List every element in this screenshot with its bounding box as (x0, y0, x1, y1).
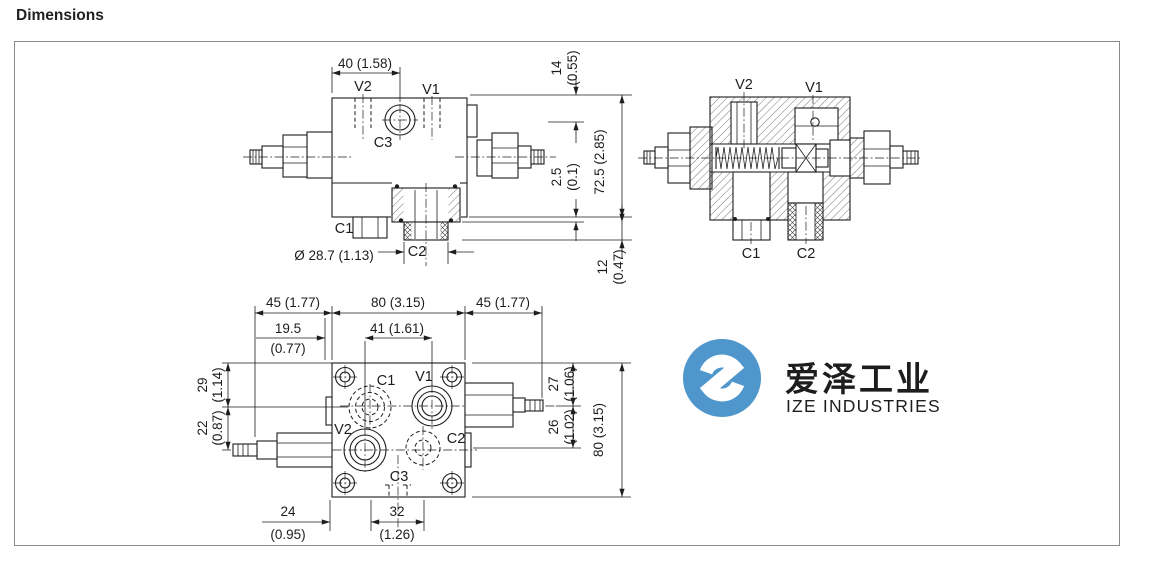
top-dim-29-mm: 29 (195, 377, 210, 392)
top-dim-22-mm: 22 (195, 420, 210, 435)
side-dim-width-label: 40 (1.58) (338, 56, 392, 71)
watermark-brand-cn: 爱泽工业 (785, 361, 933, 399)
top-dim-19-5-in: (0.77) (270, 341, 305, 356)
section-port-label-c2: C2 (797, 246, 816, 262)
top-dim-24-in: (0.95) (270, 527, 305, 542)
top-dim-45-left: 45 (1.77) (266, 295, 320, 310)
top-dim-27-in: (1.06) (562, 366, 577, 401)
side-dim-2-5-in: (0.1) (565, 163, 580, 191)
top-port-label-v1: V1 (415, 369, 433, 385)
top-dim-26-in: (1.02) (562, 409, 577, 444)
side-dim-14-mm: 14 (549, 60, 564, 76)
top-dim-24-mm: 24 (280, 504, 296, 519)
side-dim-14-in: (0.55) (565, 50, 580, 85)
side-dim-2-5-mm: 2.5 (549, 168, 564, 187)
side-view: V2 V1 C3 C1 C2 40 (1.58) Ø 28.7 (1.13) (243, 56, 556, 266)
watermark-logo: 爱泽工业 IZE INDUSTRIES (683, 339, 941, 417)
side-port-label-c1: C1 (335, 221, 354, 237)
top-dim-41-label: 41 (1.61) (370, 321, 424, 336)
top-dim-19-5-mm: 19.5 (275, 321, 301, 336)
top-port-label-v2: V2 (334, 422, 352, 438)
side-port-label-c3: C3 (374, 135, 393, 151)
side-port-label-v1: V1 (422, 82, 440, 98)
ize-logo-n-glyph (699, 354, 745, 402)
side-view-vertical-dims: 14 (0.55) 2.5 (0.1) 72.5 (2.85) 12 (0.47… (462, 50, 632, 285)
section-port-label-v2: V2 (735, 77, 753, 93)
section-port-label-c1: C1 (742, 246, 761, 262)
side-dim-diameter-label: Ø 28.7 (1.13) (294, 248, 374, 263)
bolt-hole-bottom-left (333, 471, 357, 495)
page-title: Dimensions (16, 7, 104, 24)
top-dim-22-in: (0.87) (210, 410, 225, 445)
watermark-brand-en: IZE INDUSTRIES (786, 396, 941, 416)
port-c3-hidden (385, 484, 411, 497)
side-port-label-v2: V2 (354, 79, 372, 95)
side-port-label-c2: C2 (408, 244, 427, 260)
top-dim-26-mm: 26 (546, 419, 561, 434)
section-port-label-v1: V1 (805, 80, 823, 96)
top-dim-27-mm: 27 (546, 376, 561, 391)
top-port-label-c2: C2 (447, 431, 466, 447)
side-dim-72-5-label: 72.5 (2.85) (592, 129, 607, 194)
bolt-hole-top-right (440, 365, 464, 389)
side-dim-12-mm: 12 (595, 259, 610, 274)
drawing-frame: V2 V1 C3 C1 C2 40 (1.58) Ø 28.7 (1.13) (14, 41, 1120, 546)
top-dim-32-in: (1.26) (379, 527, 414, 542)
top-port-label-c1: C1 (377, 373, 396, 389)
top-dim-80-height: 80 (3.15) (591, 403, 606, 457)
bolt-hole-bottom-right (440, 471, 464, 495)
top-dim-45-right: 45 (1.77) (476, 295, 530, 310)
side-dim-12-in: (0.47) (611, 249, 626, 284)
section-view: V2 V1 C1 C2 (638, 77, 922, 262)
top-dim-29-in: (1.14) (210, 367, 225, 402)
dimensions-drawing: V2 V1 C3 C1 C2 40 (1.58) Ø 28.7 (1.13) (195, 50, 941, 542)
top-dim-32-mm: 32 (389, 504, 404, 519)
top-dim-80-width: 80 (3.15) (371, 295, 425, 310)
top-view-dims: 45 (1.77) 80 (3.15) 45 (1.77) 19.5 (0.77… (195, 295, 631, 542)
top-port-label-c3: C3 (390, 469, 409, 485)
top-view: C1 V1 V2 C2 C3 (222, 362, 556, 530)
bolt-hole-top-left (333, 365, 357, 389)
